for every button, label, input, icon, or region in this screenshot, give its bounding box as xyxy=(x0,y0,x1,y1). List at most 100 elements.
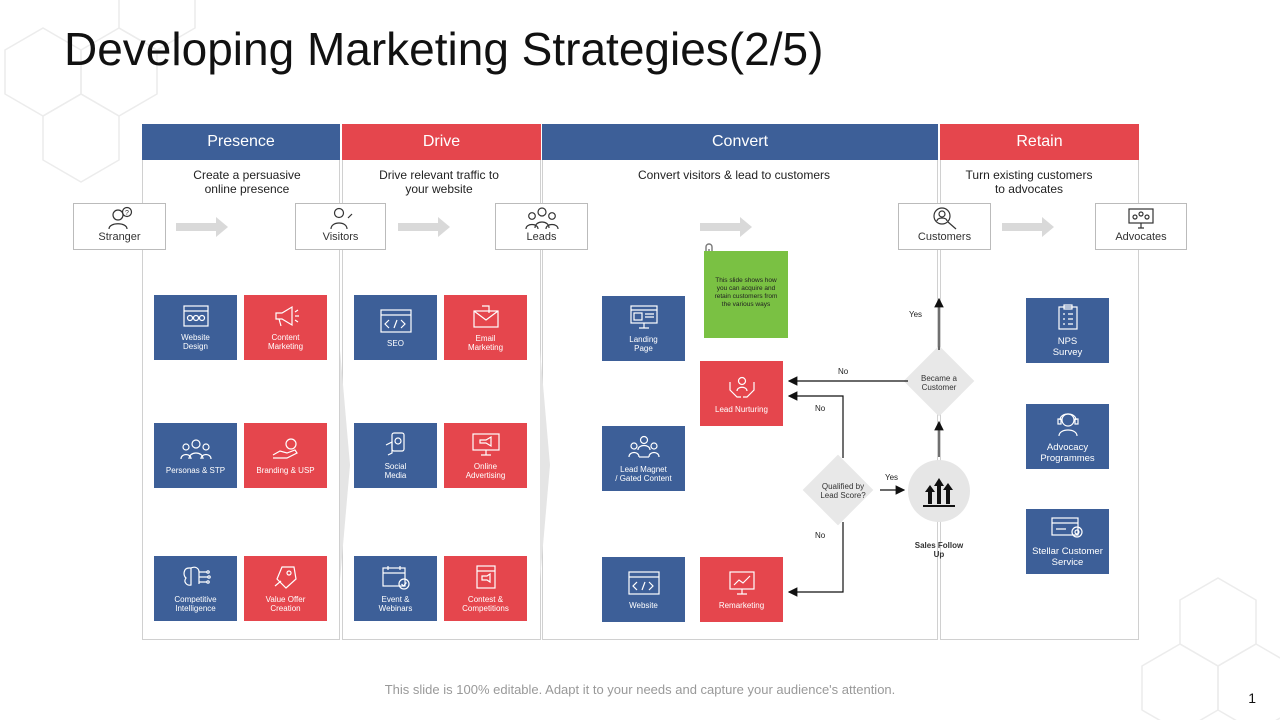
stage-label: Advocates xyxy=(1115,231,1167,243)
tile-label: NPS Survey xyxy=(1052,336,1083,358)
remarketing-chart-icon xyxy=(728,570,755,595)
tile-social-media: Social Media xyxy=(354,423,437,488)
tile-label: Branding & USP xyxy=(256,465,315,475)
footer-note: This slide is 100% editable. Adapt it to… xyxy=(384,682,896,697)
stage-stranger: ? Stranger xyxy=(73,203,166,250)
lead-magnet-group-icon xyxy=(627,435,660,458)
tile-label: Website Design xyxy=(181,333,210,351)
advocates-monitor-icon xyxy=(1128,208,1154,229)
column-description-presence: Create a persuasive online presence xyxy=(193,168,301,196)
flow-label-no: No xyxy=(815,404,826,413)
code-window-icon xyxy=(379,308,412,333)
tile-label: Website xyxy=(629,600,658,610)
tile-label: Contest & Competitions xyxy=(462,595,509,613)
flow-label-yes: Yes xyxy=(885,473,899,482)
tile-label: Content Marketing xyxy=(267,333,304,351)
headset-person-icon xyxy=(1056,413,1079,437)
offer-tag-hand-icon xyxy=(274,566,297,589)
tile-event-webinars: Event & Webinars xyxy=(354,556,437,621)
tile-label: Competitive Intelligence xyxy=(174,595,217,613)
nurturing-hands-icon xyxy=(728,376,755,398)
hexagon-pattern-top-left xyxy=(4,0,196,183)
tile-landing-page: Landing Page xyxy=(602,296,685,361)
tile-contest-competitions: Contest & Competitions xyxy=(444,556,527,621)
customer-search-icon xyxy=(932,207,956,230)
sticky-note: This slide shows how you can acquire and… xyxy=(704,251,788,338)
stage-label: Visitors xyxy=(322,231,359,243)
online-ad-monitor-icon xyxy=(471,433,500,456)
tile-label: Landing Page xyxy=(629,335,658,353)
contest-document-icon xyxy=(475,565,496,589)
stage-advocates: Advocates xyxy=(1095,203,1187,250)
tile-value-offer-creation: Value Offer Creation xyxy=(244,556,327,621)
flow-label-no: No xyxy=(838,367,849,376)
tile-label: Social Media xyxy=(384,462,407,480)
flow-label-yes: Yes xyxy=(909,310,923,319)
social-media-phone-icon xyxy=(385,432,405,456)
page-number: 1 xyxy=(1248,690,1256,706)
stage-arrow xyxy=(1002,217,1054,237)
tile-label: Remarketing xyxy=(718,600,765,610)
tile-nps-survey: NPS Survey xyxy=(1026,298,1109,363)
tile-seo: SEO xyxy=(354,295,437,360)
stage-label: Stranger xyxy=(98,231,141,243)
website-design-icon xyxy=(182,305,209,327)
column-description-drive: Drive relevant traffic to your website xyxy=(379,168,499,196)
tile-label: Advocacy Programmes xyxy=(1040,442,1095,464)
column-header-drive: Drive xyxy=(342,124,541,160)
website-code-icon xyxy=(627,570,660,595)
tile-competitive-intelligence: Competitive Intelligence xyxy=(154,556,237,621)
stage-arrow xyxy=(398,217,450,237)
tile-lead-nurturing: Lead Nurturing xyxy=(700,361,783,426)
flow-label-no: No xyxy=(815,531,826,540)
sales-follow-up-label: Sales Follow Up xyxy=(914,541,964,559)
svg-text:?: ? xyxy=(125,210,129,217)
landing-page-monitor-icon xyxy=(629,305,658,329)
brain-circuit-icon xyxy=(182,566,211,586)
decision-became-customer-text: Became a Customer xyxy=(920,374,958,392)
tile-label: Personas & STP xyxy=(165,465,226,475)
tile-lead-magnet: Lead Magnet / Gated Content xyxy=(602,426,685,491)
stranger-icon: ? xyxy=(107,206,132,230)
tile-personas-stp: Personas & STP xyxy=(154,423,237,488)
calendar-check-icon xyxy=(381,566,410,590)
branding-hand-coin-icon xyxy=(272,437,298,459)
column-description-retain: Turn existing customers to advocates xyxy=(965,168,1093,196)
column-header-presence: Presence xyxy=(142,124,340,160)
stage-label: Leads xyxy=(526,231,557,243)
tile-website-design: Website Design xyxy=(154,295,237,360)
hexagon-pattern-bottom-right xyxy=(1141,577,1280,720)
stage-arrow xyxy=(700,217,752,237)
clipboard-survey-icon xyxy=(1057,304,1078,330)
tile-online-advertising: Online Advertising xyxy=(444,423,527,488)
stage-label: Customers xyxy=(917,231,972,243)
column-description-convert: Convert visitors & lead to customers xyxy=(637,168,831,182)
tile-label: Stellar Customer Service xyxy=(1032,546,1103,568)
column-divider-shadow xyxy=(340,350,350,580)
stage-leads: Leads xyxy=(495,203,588,250)
tile-label: Online Advertising xyxy=(465,462,506,480)
column-divider-shadow xyxy=(540,350,550,580)
tile-label: Lead Nurturing xyxy=(715,404,768,414)
service-card-gear-icon xyxy=(1050,517,1083,538)
decision-qualified-text: Qualified by Lead Score? xyxy=(820,482,866,500)
tile-content-marketing: Content Marketing xyxy=(244,295,327,360)
tile-branding-usp: Branding & USP xyxy=(244,423,327,488)
column-header-retain: Retain xyxy=(940,124,1139,160)
personas-icon xyxy=(179,438,212,459)
stage-visitors: Visitors xyxy=(295,203,386,250)
growth-arrows-icon xyxy=(923,478,955,507)
stage-arrow xyxy=(176,217,228,237)
tile-stellar-customer-service: Stellar Customer Service xyxy=(1026,509,1109,574)
leads-icon xyxy=(524,207,559,230)
visitors-icon xyxy=(329,207,352,230)
email-megaphone-icon xyxy=(472,305,499,328)
tile-remarketing: Remarketing xyxy=(700,557,783,622)
tile-advocacy-programmes: Advocacy Programmes xyxy=(1026,404,1109,469)
column-header-convert: Convert xyxy=(542,124,938,160)
tile-label: Email Marketing xyxy=(467,334,504,352)
megaphone-icon xyxy=(274,305,299,327)
tile-label: Lead Magnet / Gated Content xyxy=(615,465,672,483)
tile-label: Value Offer Creation xyxy=(265,595,306,613)
